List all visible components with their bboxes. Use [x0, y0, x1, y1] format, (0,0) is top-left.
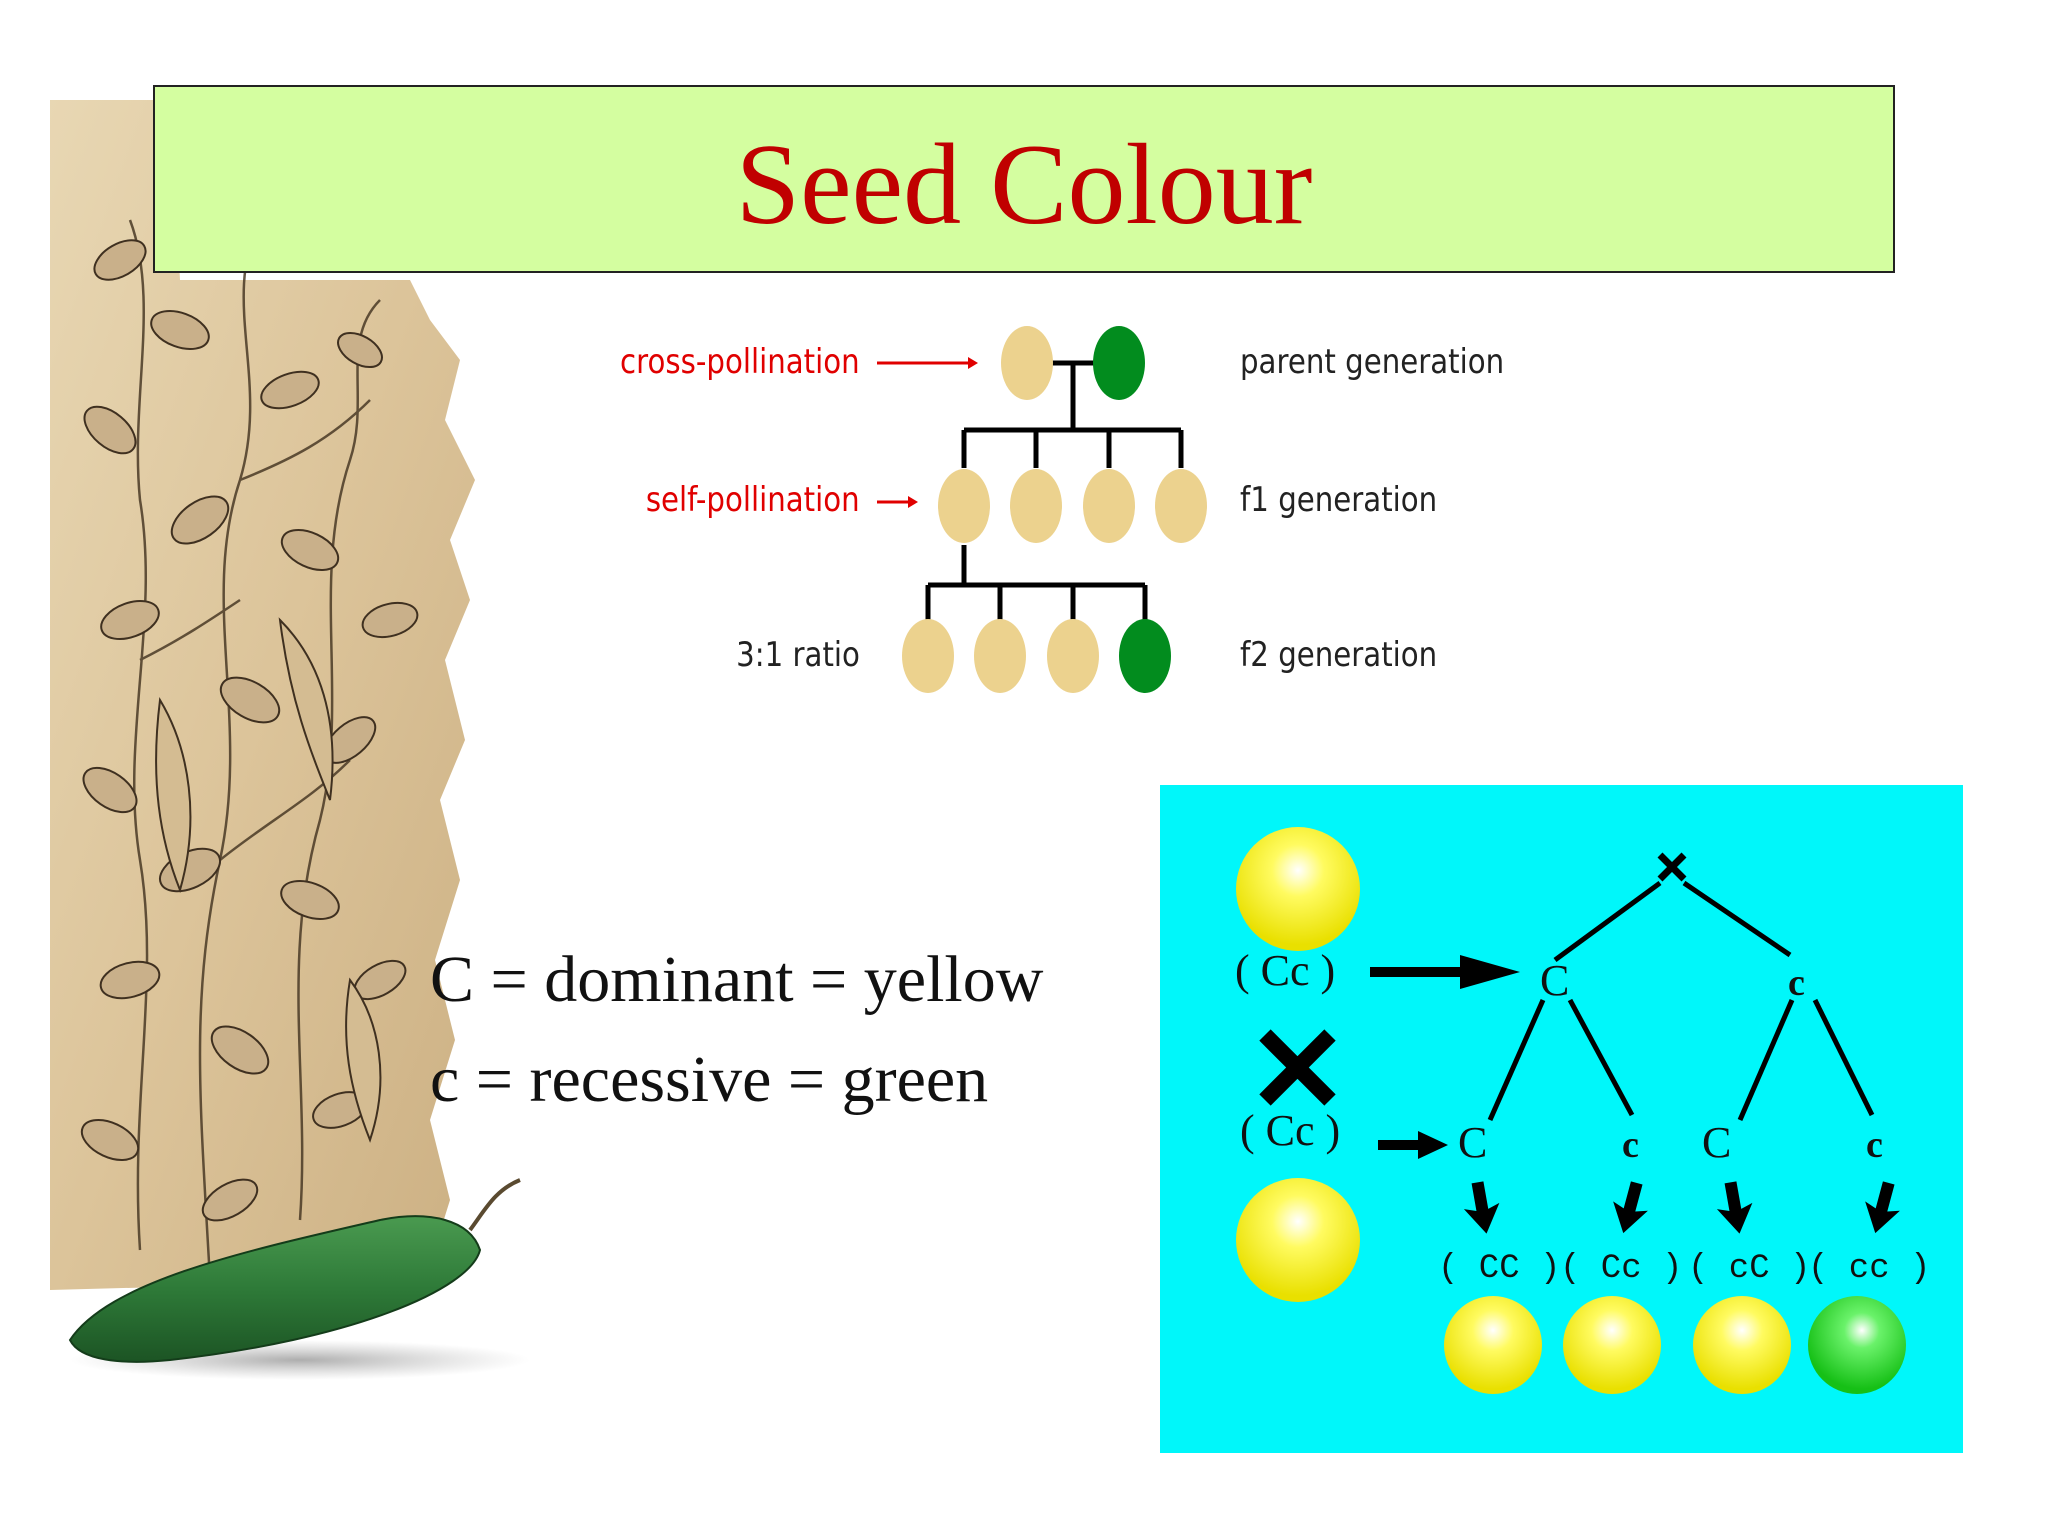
cross-diagram: ( Cc ) ( Cc ) C — [1160, 785, 1963, 1453]
f2-seed-1 — [902, 619, 954, 693]
down-arrow-icon — [1865, 1181, 1900, 1234]
parent-seed-2 — [1093, 326, 1145, 400]
f1-seed-1 — [938, 469, 990, 543]
gamete-bottom-1: C — [1458, 1118, 1487, 1167]
parent-seed-1 — [1001, 326, 1053, 400]
title-banner: Seed Colour — [153, 85, 1895, 273]
offspring-seed-1 — [1444, 1296, 1542, 1394]
dominant-allele-text: C = dominant = yellow — [430, 943, 1044, 1016]
gamete-top-right: c — [1788, 962, 1805, 1004]
botanical-illustration — [50, 100, 530, 1390]
gamete-bottom-2: c — [1622, 1124, 1639, 1166]
offspring-genotype-1: ( CC ) — [1438, 1250, 1560, 1288]
ratio-label: 3:1 ratio — [736, 635, 860, 675]
f1-seed-3 — [1083, 469, 1135, 543]
parent-1-yellow-seed — [1236, 827, 1360, 951]
gamete-top-left: C — [1540, 956, 1569, 1005]
parent-1-arrow-icon — [1370, 955, 1520, 989]
f1-seed-4 — [1155, 469, 1207, 543]
parent-2-arrow-icon — [1378, 1131, 1448, 1159]
self-pollination-arrow-icon — [877, 496, 918, 508]
f1-seed-2 — [1010, 469, 1062, 543]
cross-pollination-label: cross-pollination — [620, 342, 860, 382]
f2-seed-4 — [1119, 619, 1171, 693]
pollination-diagram: cross-pollination self-pollination 3:1 r… — [600, 310, 1504, 730]
down-arrow-icon — [1716, 1181, 1753, 1234]
small-cross-icon — [1657, 852, 1687, 882]
gamete-lines — [1487, 880, 1875, 1122]
lineage-lines — [925, 360, 1184, 622]
f1-generation-label: f1 generation — [1240, 480, 1438, 520]
recessive-allele-text: c = recessive = green — [430, 1043, 989, 1116]
slide-title: Seed Colour — [735, 121, 1313, 249]
down-arrow-icon — [1613, 1181, 1648, 1234]
f2-seed-2 — [974, 619, 1026, 693]
allele-legend: C = dominant = yellow c = recessive = gr… — [430, 930, 1043, 1130]
cross-symbol-icon — [1259, 1029, 1336, 1106]
offspring-genotype-3: ( cC ) — [1688, 1250, 1810, 1288]
cross-pollination-arrow-icon — [877, 357, 978, 369]
parent-generation-label: parent generation — [1240, 342, 1505, 382]
offspring-genotype-2: ( Cc ) — [1560, 1250, 1682, 1288]
self-pollination-label: self-pollination — [646, 480, 860, 520]
offspring-seed-4 — [1808, 1296, 1906, 1394]
f2-generation-label: f2 generation — [1240, 635, 1438, 675]
parent-1-genotype: ( Cc ) — [1235, 946, 1335, 995]
parent-2-yellow-seed — [1236, 1178, 1360, 1302]
gamete-bottom-4: c — [1866, 1124, 1883, 1166]
offspring-seed-2 — [1563, 1296, 1661, 1394]
down-arrow-icon — [1463, 1181, 1500, 1234]
f2-seed-3 — [1047, 619, 1099, 693]
offspring-genotype-4: ( cc ) — [1808, 1250, 1930, 1288]
offspring-seed-3 — [1693, 1296, 1791, 1394]
parent-2-genotype: ( Cc ) — [1240, 1106, 1340, 1155]
gamete-bottom-3: C — [1702, 1118, 1731, 1167]
